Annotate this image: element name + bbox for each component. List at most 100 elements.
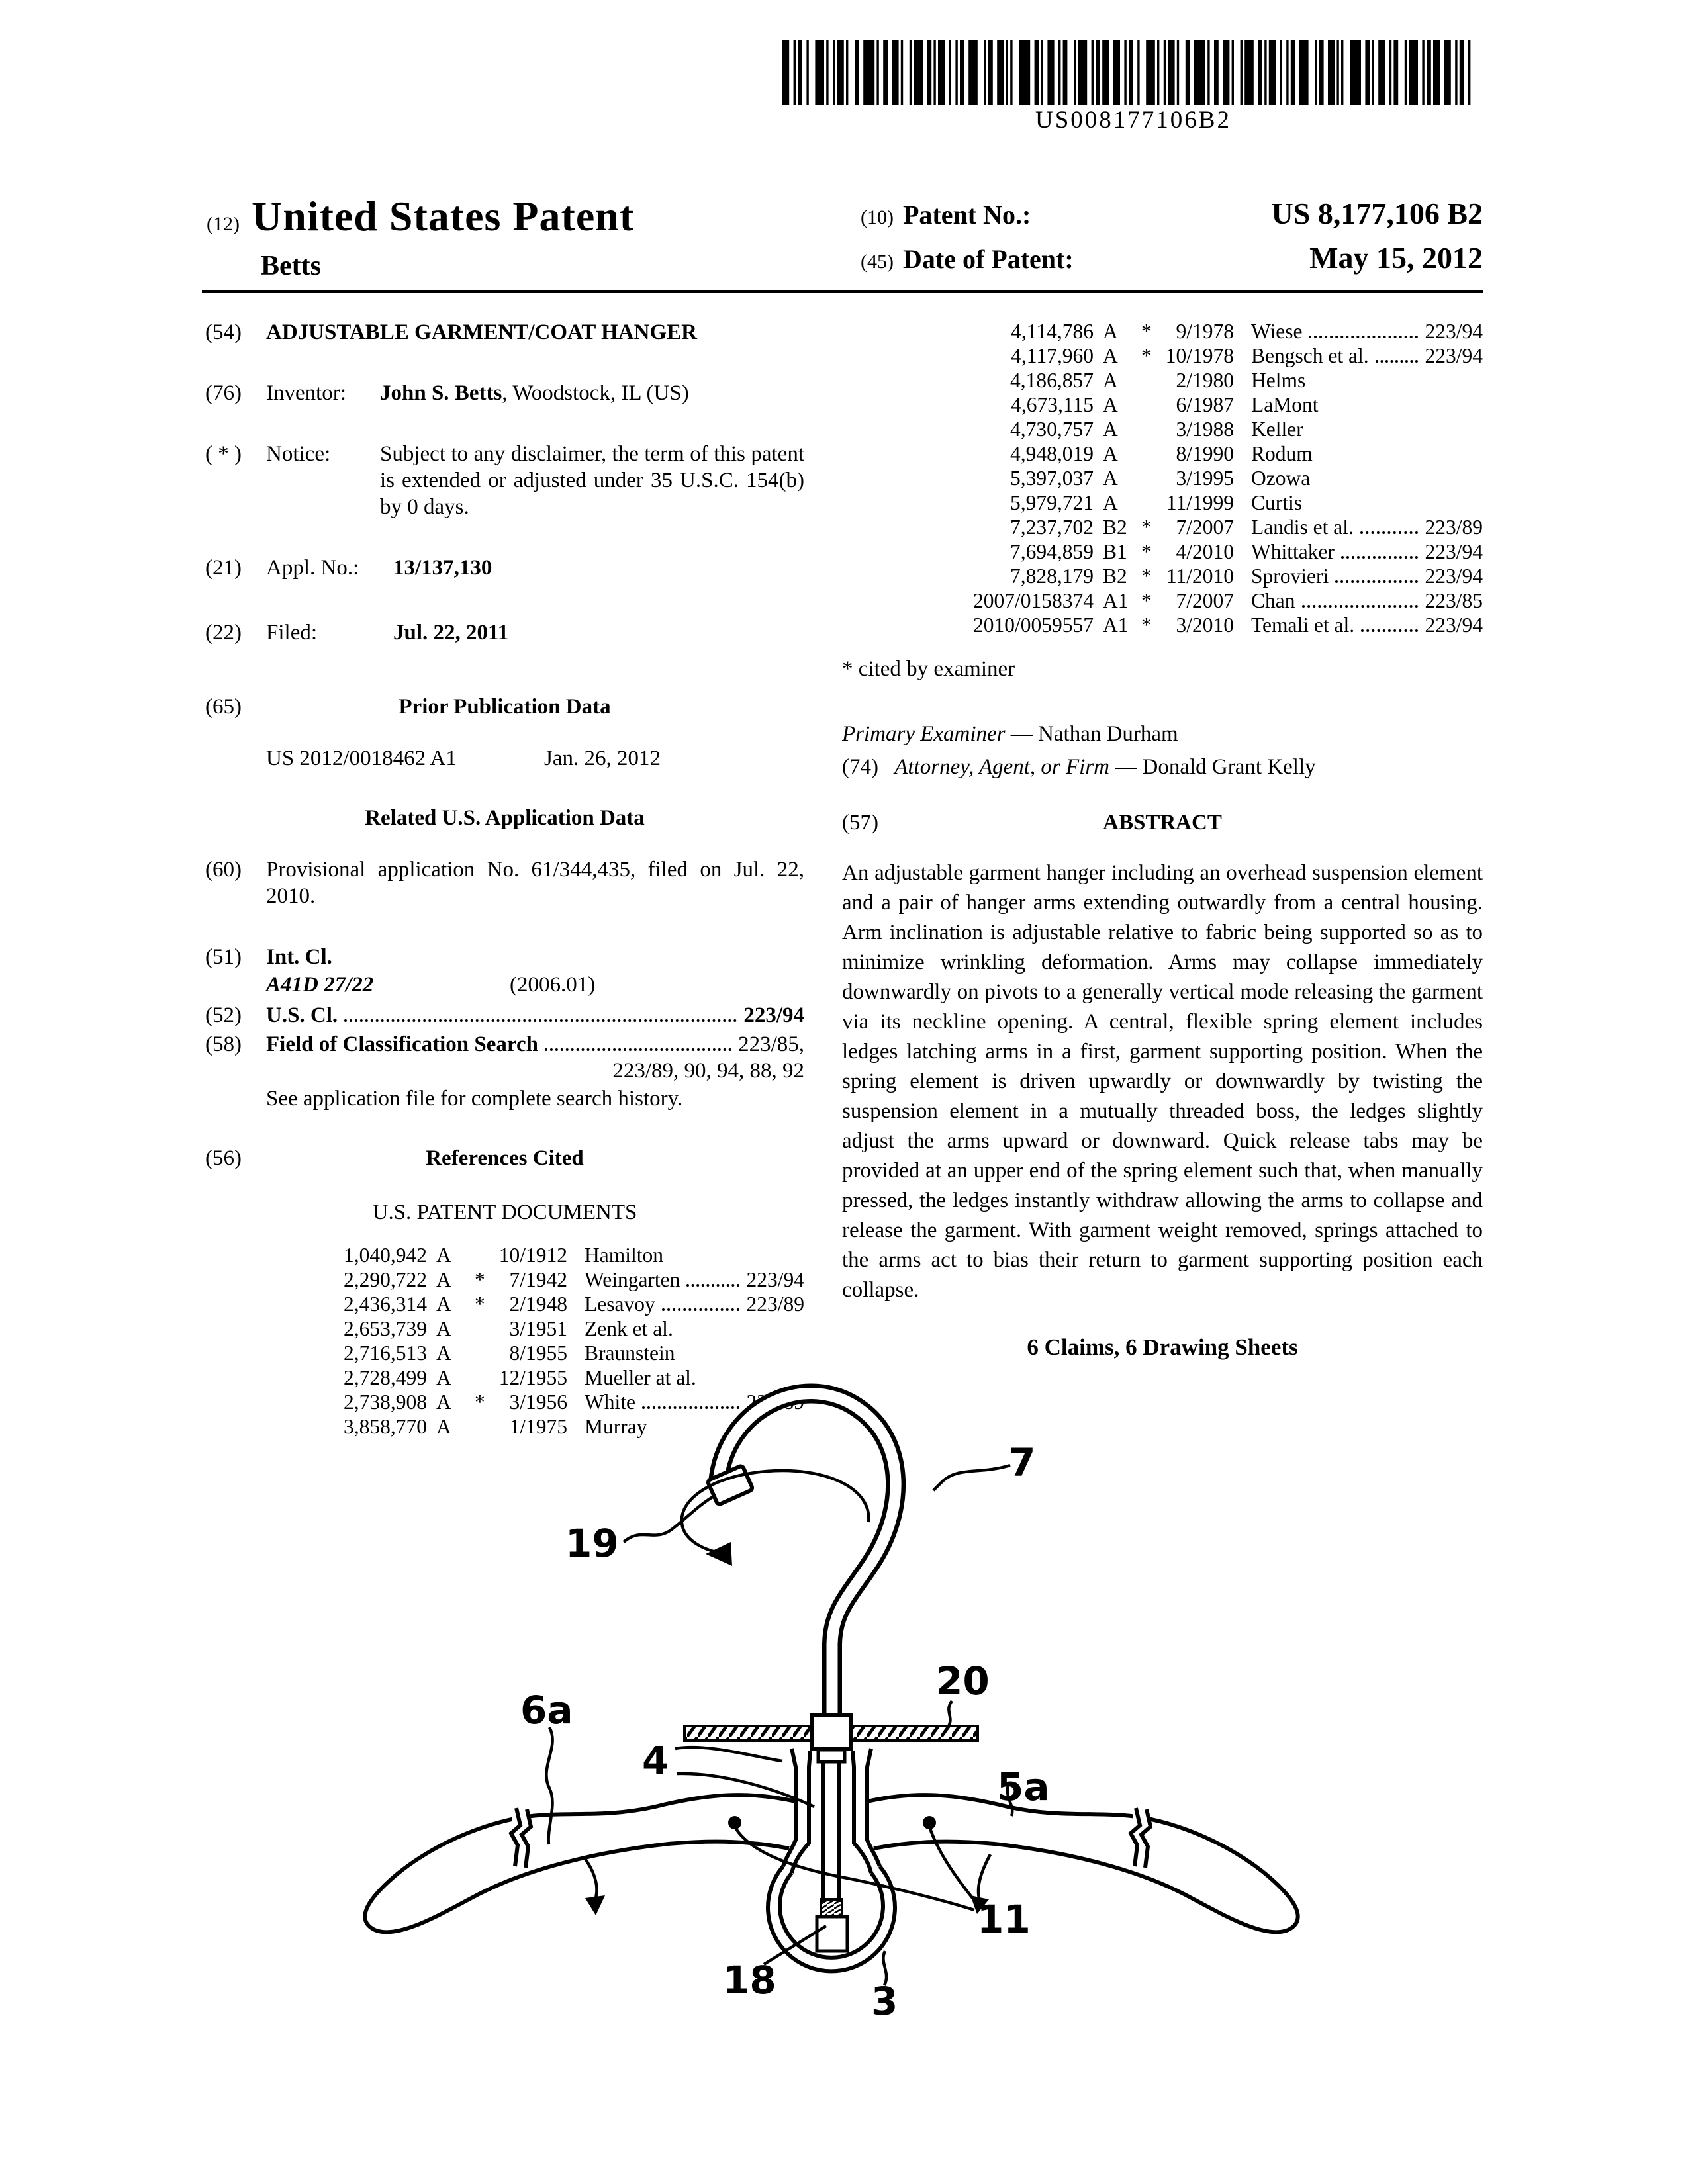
dot-leader — [1360, 531, 1419, 534]
int-cl-row: A41D 27/22 (2006.01) — [266, 972, 804, 998]
page-title: United States Patent — [251, 193, 635, 240]
ref-kind-code: A — [436, 1390, 451, 1414]
table-row: 3,858,770 A 1/1975 Murray — [205, 1414, 804, 1439]
ref-class: 223/94 — [1425, 320, 1483, 343]
field-65-number: (65) — [205, 695, 242, 719]
ref-examiner-star — [1141, 368, 1162, 392]
ref-examiner-star: * — [1141, 540, 1152, 563]
ref-kind-code: A — [1103, 344, 1118, 367]
ref-date: 3/1995 — [1176, 467, 1234, 490]
table-row: 2,653,739 A 3/1951 Zenk et al. — [205, 1316, 804, 1341]
ref-kind-code: A1 — [1103, 589, 1129, 612]
field-21-number: (21) — [205, 556, 242, 580]
abstract-heading-row: (57) ABSTRACT — [842, 809, 1483, 836]
field-56-number: (56) — [205, 1146, 242, 1170]
ref-date: 7/2007 — [1176, 589, 1234, 612]
prior-publication-row: US 2012/0018462 A1 Jan. 26, 2012 — [266, 745, 804, 772]
ref-number: 4,730,757 — [1010, 418, 1094, 441]
leader-7 — [932, 1463, 1011, 1492]
date-label: Date of Patent: — [902, 244, 1074, 274]
ref-name: Whittaker — [1251, 540, 1335, 563]
leader-11a — [733, 1825, 975, 1912]
plug — [815, 1915, 849, 1953]
ref-kind-code: B2 — [1103, 565, 1127, 588]
attorney-name: — Donald Grant Kelly — [1109, 755, 1316, 779]
field-58: (58) Field of Classification Search 223/… — [205, 1031, 804, 1058]
dot-leader — [344, 1019, 737, 1022]
ref-date: 7/1942 — [509, 1268, 567, 1291]
us-patent-documents-heading: U.S. PATENT DOCUMENTS — [372, 1201, 637, 1224]
barcode-text: US008177106B2 — [1035, 107, 1231, 134]
ref-kind-code: A1 — [1103, 614, 1129, 637]
ref-kind-code: A — [1103, 442, 1118, 465]
ref-date: 3/1988 — [1176, 418, 1234, 441]
ref-examiner-star: * — [475, 1293, 485, 1316]
bulb-outer — [766, 1865, 897, 1974]
field-65: (65) Prior Publication Data — [205, 694, 804, 720]
ref-name: Hamilton — [585, 1244, 663, 1267]
ref-date: 2/1948 — [509, 1293, 567, 1316]
ref-number: 4,948,019 — [1010, 442, 1094, 465]
notice-text: Subject to any disclaimer, the term of t… — [380, 442, 804, 519]
field-60: (60) Provisional application No. 61/344,… — [205, 856, 804, 909]
int-cl-class: A41D 27/22 — [266, 973, 374, 997]
filed-value: Jul. 22, 2011 — [393, 621, 509, 645]
ref-number: 2007/0158374 — [972, 589, 1094, 612]
publication-date: Jan. 26, 2012 — [544, 747, 661, 770]
ref-number: 7,828,179 — [1010, 565, 1094, 588]
ref-number: 2,716,513 — [344, 1342, 427, 1365]
ref-examiner-star — [475, 1316, 496, 1341]
leader-18 — [763, 1925, 827, 1966]
ref-class: 223/89 — [746, 1293, 804, 1316]
ref-kind-code: A — [436, 1415, 451, 1438]
date-value: May 15, 2012 — [1309, 241, 1483, 275]
cited-by-examiner-note: * cited by examiner — [842, 657, 1015, 681]
us-references-table-left: 1,040,942 A 10/1912 Hamilton 2,290,722 A… — [205, 1243, 804, 1439]
header-right: (10) Patent No.: US 8,177,106 B2 (45) Da… — [861, 196, 1483, 285]
ref-examiner-star — [1141, 417, 1162, 441]
ref-date: 6/1987 — [1176, 393, 1234, 416]
ref-number: 3,858,770 — [344, 1415, 427, 1438]
attorney-label: Attorney, Agent, or Firm — [894, 755, 1110, 779]
ref-name: Weingarten — [585, 1268, 680, 1291]
attorney-row: (74) Attorney, Agent, or Firm — Donald G… — [842, 754, 1483, 780]
ref-examiner-star — [1141, 392, 1162, 417]
ref-date: 3/2010 — [1176, 614, 1234, 637]
dot-leader — [1335, 580, 1419, 583]
patent-no-value: US 8,177,106 B2 — [1271, 197, 1483, 230]
figure-label-18: 18 — [723, 1958, 776, 2003]
threaded-section — [820, 1898, 843, 1918]
right-pivot-dot — [923, 1816, 936, 1829]
rotation-arrow — [680, 1469, 870, 1555]
table-row: 5,979,721 A 11/1999 Curtis — [842, 490, 1483, 515]
patent-figure: 19 7 20 6a 4 5a 11 18 3 — [363, 1383, 1300, 2024]
figure-label-11: 11 — [977, 1897, 1031, 1942]
field-52-number: (52) — [205, 1003, 242, 1027]
ref-examiner-star: * — [1141, 614, 1152, 637]
ref-name: Braunstein — [585, 1342, 675, 1365]
leader-20 — [946, 1700, 953, 1729]
ref-name: Bengsch et al. — [1251, 344, 1369, 367]
left-pivot-dot — [728, 1816, 741, 1829]
ref-kind-code: A — [436, 1317, 451, 1340]
ref-number: 1,040,942 — [344, 1244, 427, 1267]
ref-date: 3/1951 — [509, 1317, 567, 1340]
ref-name: Chan — [1251, 589, 1295, 612]
ref-kind-code: A — [436, 1293, 451, 1316]
primary-examiner-row: Primary Examiner — Nathan Durham — [842, 721, 1483, 747]
notice-label: Notice: — [266, 442, 331, 466]
dot-leader — [1361, 629, 1419, 632]
ref-class: 223/94 — [1425, 344, 1483, 367]
ref-name: Keller — [1251, 418, 1303, 441]
ref-examiner-star: * — [1141, 565, 1152, 588]
leader-19 — [622, 1494, 716, 1543]
table-row: 4,186,857 A 2/1980 Helms — [842, 368, 1483, 392]
ref-kind-code: B2 — [1103, 516, 1127, 539]
ref-date: 2/1980 — [1176, 369, 1234, 392]
inventor-name: John S. Betts — [380, 381, 502, 405]
